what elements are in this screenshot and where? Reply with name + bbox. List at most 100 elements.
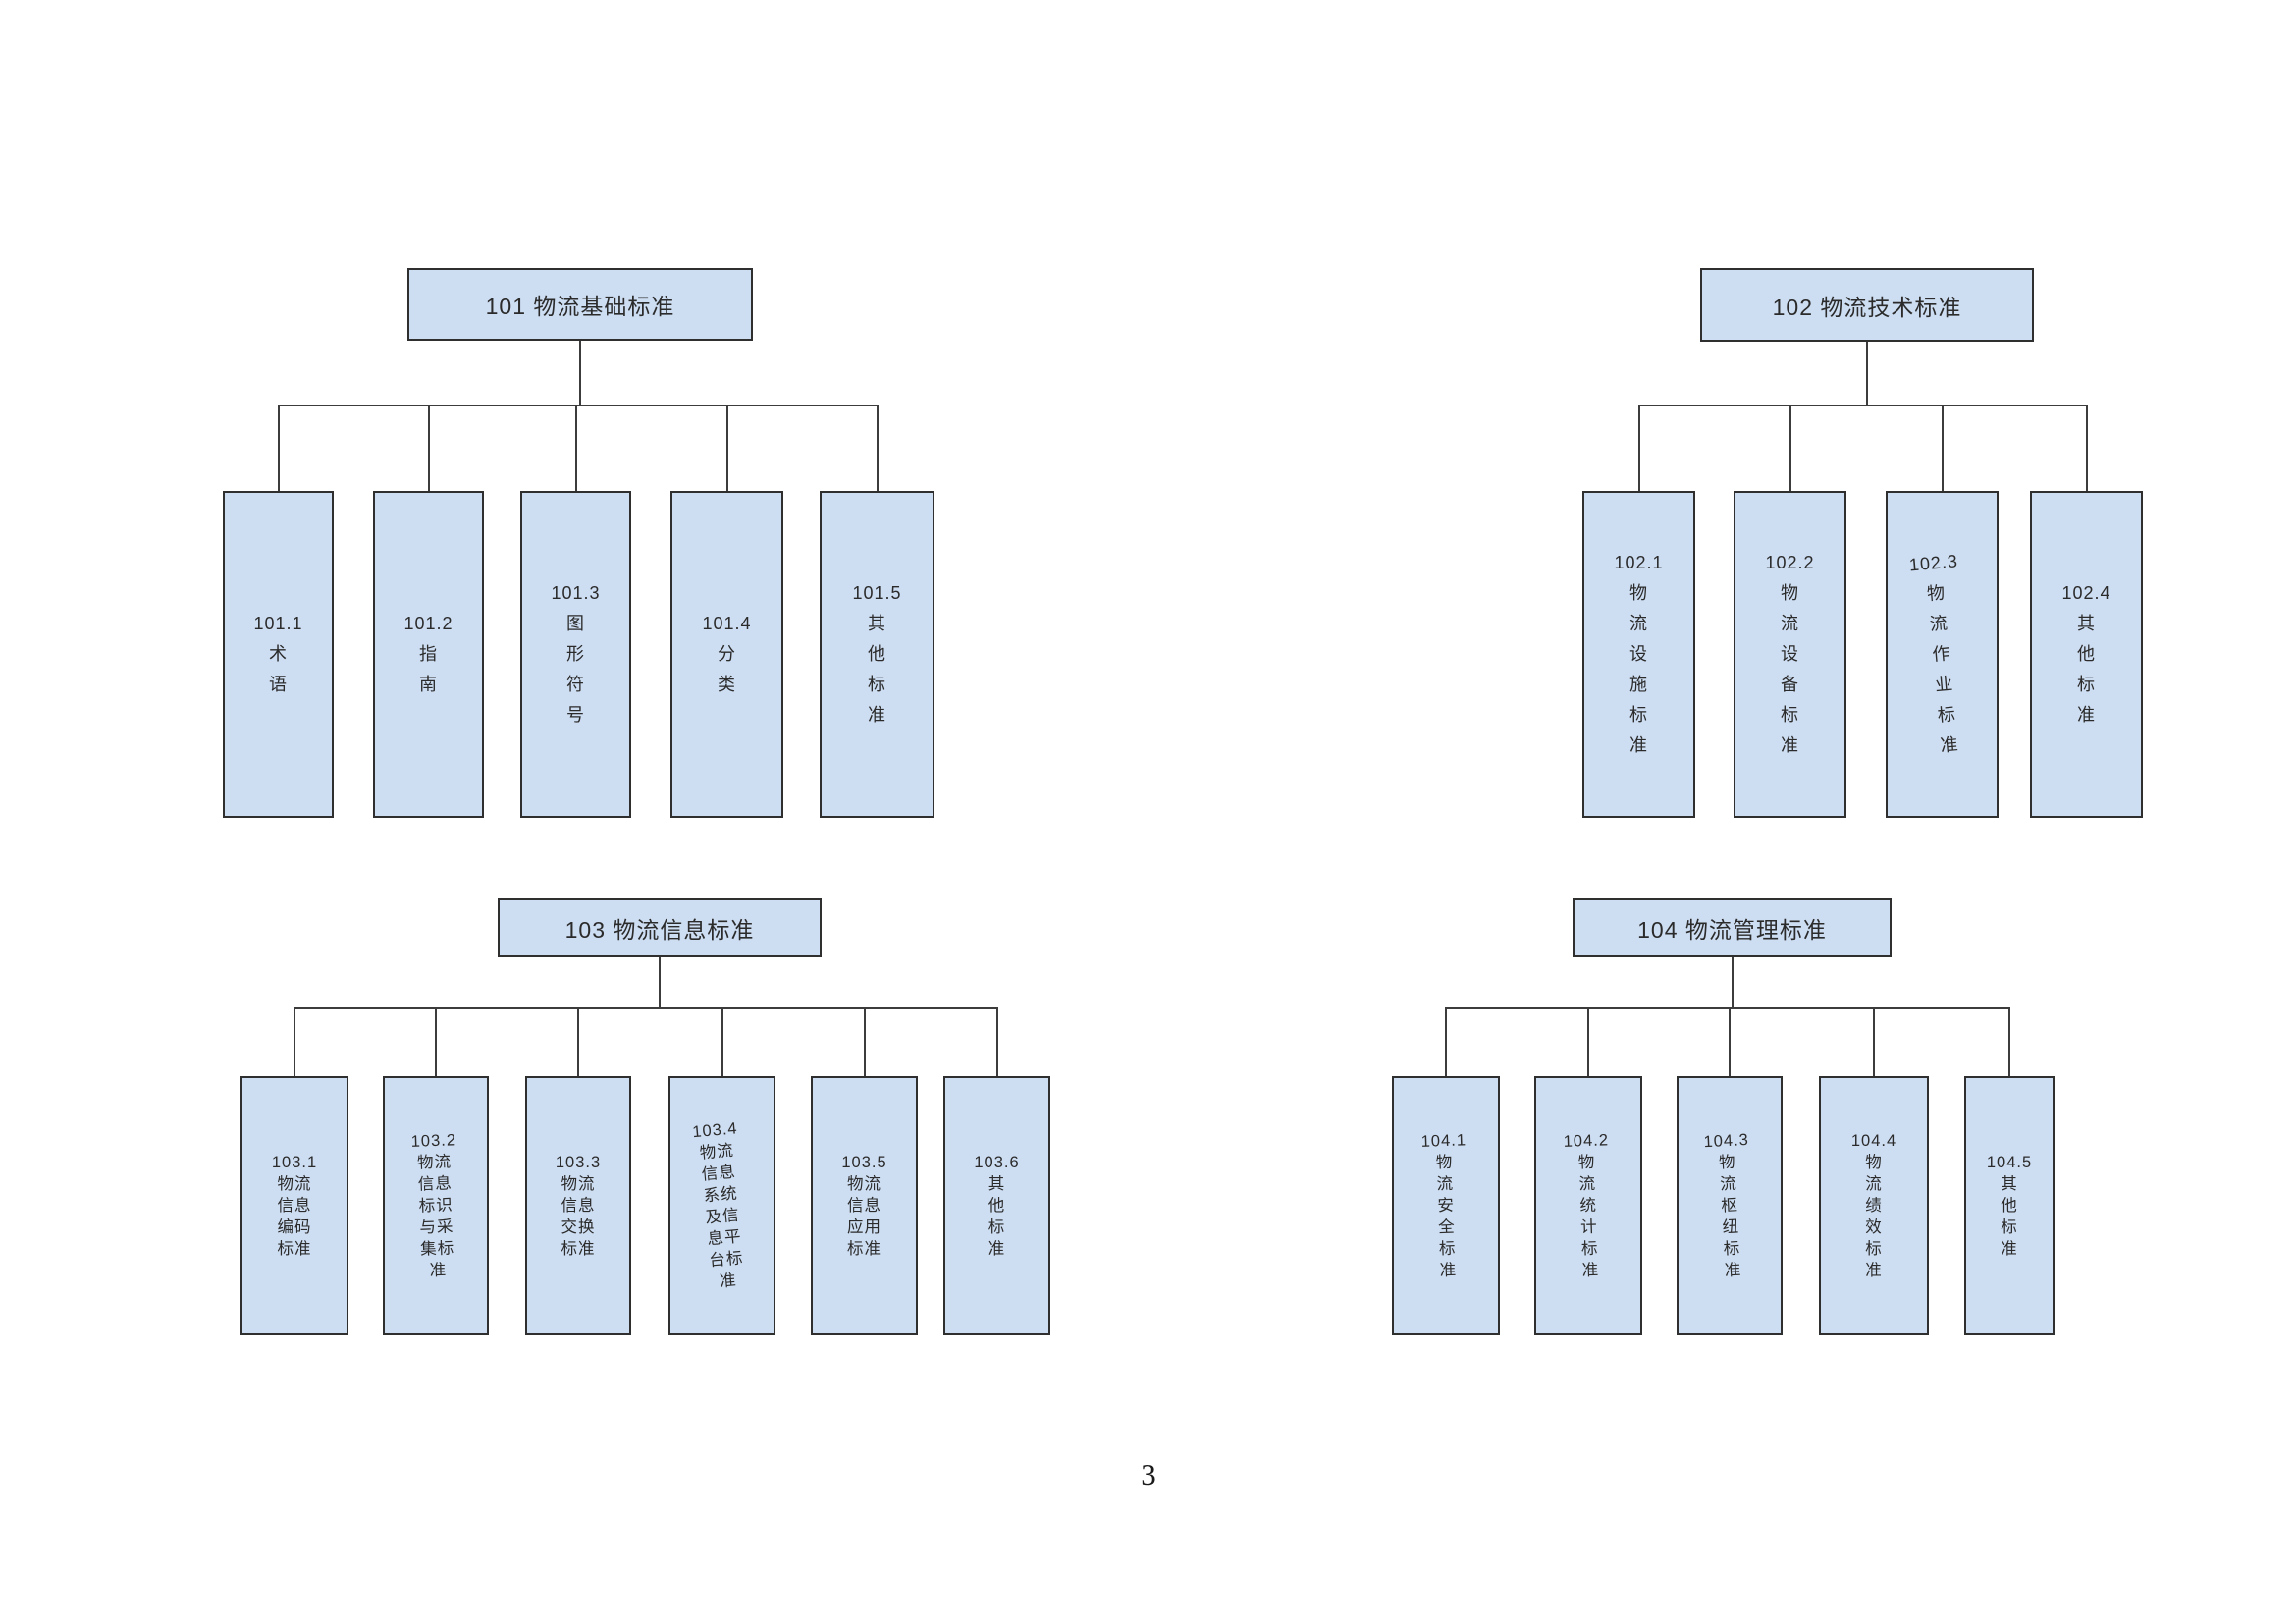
tree-connector-line [1866, 342, 1868, 405]
child-label-text: 标准 [277, 1240, 312, 1258]
child-label-text: 信息 [701, 1163, 737, 1184]
tree-connector-line [1789, 405, 1791, 491]
child-label-text: 准 [1940, 733, 1960, 756]
child-code-text: 103.2 [410, 1131, 457, 1151]
tree-connector-line [294, 1007, 295, 1076]
child-label-text: 施 [1629, 675, 1648, 694]
tree-connector-line [279, 405, 878, 406]
child-label-text: 信息 [561, 1197, 596, 1215]
child-label-text: 流 [1436, 1174, 1455, 1194]
child-label-text: 设 [1629, 644, 1648, 664]
child-label-text: 流 [1929, 613, 1950, 634]
child-label-text: 形 [565, 644, 585, 664]
tree-connector-line [996, 1007, 998, 1076]
child-label-text: 及信 [705, 1206, 741, 1227]
child-code-text: 101.1 [253, 614, 303, 633]
child-code-text: 101.3 [551, 583, 601, 603]
child-label-text: 交换 [561, 1218, 596, 1236]
child-label-text: 他 [2001, 1197, 2018, 1215]
root-box-102: 102 物流技术标准 [1700, 268, 2034, 342]
child-label-text: 指 [418, 644, 438, 664]
root-box-104: 104 物流管理标准 [1573, 898, 1892, 957]
tree-connector-line [1638, 405, 1640, 491]
child-code-text: 102.3 [1908, 551, 1960, 575]
tree-connector-line [1445, 1007, 1447, 1076]
child-label-text: 流 [1865, 1175, 1883, 1193]
child-code-text: 104.1 [1420, 1131, 1468, 1151]
child-label-text: 台标 [709, 1249, 745, 1271]
child-label-text: 物 [1629, 583, 1648, 603]
child-label-text: 图 [565, 614, 585, 633]
child-label-text: 标准 [561, 1240, 596, 1258]
child-label-text: 计 [1579, 1218, 1598, 1237]
child-label-text: 标 [1937, 703, 1958, 726]
child-label-text: 物 [1780, 583, 1799, 603]
child-box-label: 103.3 物流信息交换标准 [556, 1152, 601, 1260]
child-code-text: 103.3 [555, 1154, 602, 1171]
child-label-text: 准 [1724, 1261, 1742, 1280]
tree-connector-line [435, 1007, 437, 1076]
child-code-text: 102.2 [1765, 553, 1815, 572]
child-label-text: 语 [268, 675, 288, 694]
child-label-text: 分 [717, 644, 736, 664]
child-label-text: 标 [1723, 1239, 1741, 1259]
child-code-text: 103.6 [974, 1154, 1020, 1171]
child-code-text: 104.4 [1850, 1132, 1897, 1150]
child-label-text: 准 [1581, 1261, 1600, 1280]
tree-connector-line [726, 405, 728, 491]
tree-connector-line [1587, 1007, 1589, 1076]
child-label-text: 物 [1435, 1153, 1454, 1172]
child-label-text: 标 [867, 675, 886, 694]
child-label-text: 标 [2001, 1218, 2018, 1236]
child-code-text: 101.4 [702, 614, 752, 633]
child-box-103.3: 103.3 物流信息交换标准 [525, 1076, 631, 1335]
child-label-text: 物 [1718, 1153, 1736, 1172]
child-label-text: 其 [2001, 1175, 2018, 1193]
tree-connector-line [1873, 1007, 1875, 1076]
child-label-text: 集标 [419, 1239, 455, 1259]
child-label-text: 准 [719, 1271, 738, 1291]
child-code-text: 102.1 [1614, 553, 1664, 572]
tree-connector-line [294, 1007, 997, 1009]
child-label-text: 标 [1580, 1239, 1599, 1259]
child-label-text: 备 [1780, 675, 1799, 694]
child-label-text: 物流 [561, 1175, 596, 1193]
child-label-text: 物 [1865, 1154, 1883, 1171]
tree-connector-line [577, 1007, 579, 1076]
tree-connector-line [278, 405, 280, 491]
child-label-text: 设 [1780, 644, 1799, 664]
child-label-text: 流 [1629, 614, 1648, 633]
child-label-text: 纽 [1721, 1218, 1740, 1237]
child-label-text: 准 [1865, 1262, 1883, 1279]
child-label-text: 标 [1780, 705, 1799, 725]
tree-connector-line [1942, 405, 1944, 491]
child-code-text: 104.5 [1986, 1154, 2033, 1171]
child-label-text: 号 [565, 705, 585, 725]
child-code-text: 103.5 [841, 1154, 887, 1171]
child-label-text: 南 [418, 675, 438, 694]
child-label-text: 标 [988, 1218, 1006, 1236]
child-label-text: 物 [1926, 582, 1948, 605]
child-label-text: 他 [867, 644, 886, 664]
child-label-text: 信息 [277, 1197, 312, 1215]
child-label-text: 物流 [846, 1175, 881, 1193]
child-label-text: 息平 [707, 1227, 743, 1249]
